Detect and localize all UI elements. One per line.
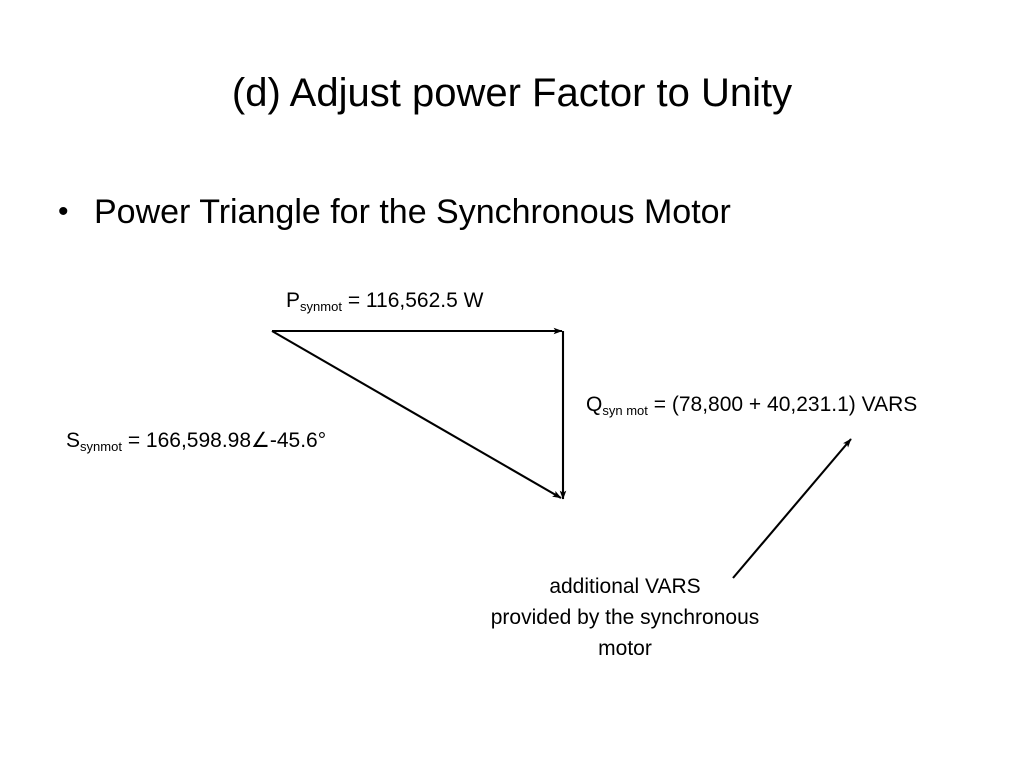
reactive-power-equals: = (653, 393, 667, 416)
apparent-power-angle: -45.6° (269, 429, 327, 452)
bullet-list-item: • Power Triangle for the Synchronous Mot… (58, 190, 731, 234)
real-power-subscript: synmot (300, 298, 342, 314)
reactive-power-label: Qsyn mot = (78,800 + 40,231.1) VARS (586, 392, 917, 418)
reactive-power-subscript: syn mot (602, 402, 648, 418)
annotation-caption-line-2: provided by the synchronous (490, 606, 760, 629)
bullet-marker-icon: • (58, 195, 69, 228)
real-power-label: Psynmot = 116,562.5 W (286, 288, 483, 314)
reactive-power-symbol: Q (586, 393, 603, 416)
apparent-power-magnitude: 166,598.98 (145, 429, 252, 452)
real-power-unit: W (463, 289, 484, 312)
annotation-caption-line-3: motor (598, 637, 652, 660)
apparent-power-label: Ssynmot = 166,598.98∠-45.6° (66, 428, 326, 454)
apparent-power-equals: = (127, 429, 141, 452)
apparent-power-vector (271, 330, 562, 499)
reactive-power-unit: VARS (861, 393, 918, 416)
real-power-value: 116,562.5 (365, 289, 458, 312)
apparent-power-symbol: S (66, 429, 81, 452)
reactive-power-value: (78,800 + 40,231.1) (671, 393, 856, 416)
annotation-caption-line-1: additional VARS (549, 575, 701, 598)
angle-symbol-icon: ∠ (251, 429, 270, 452)
annotation-pointer-arrow (732, 438, 852, 579)
apparent-power-subscript: synmot (80, 438, 122, 454)
real-power-symbol: P (286, 289, 301, 312)
page-title: (d) Adjust power Factor to Unity (231, 71, 793, 115)
annotation-caption: additional VARS provided by the synchron… (440, 571, 810, 664)
bullet-item-label: Power Triangle for the Synchronous Motor (94, 193, 731, 231)
real-power-equals: = (347, 289, 361, 312)
